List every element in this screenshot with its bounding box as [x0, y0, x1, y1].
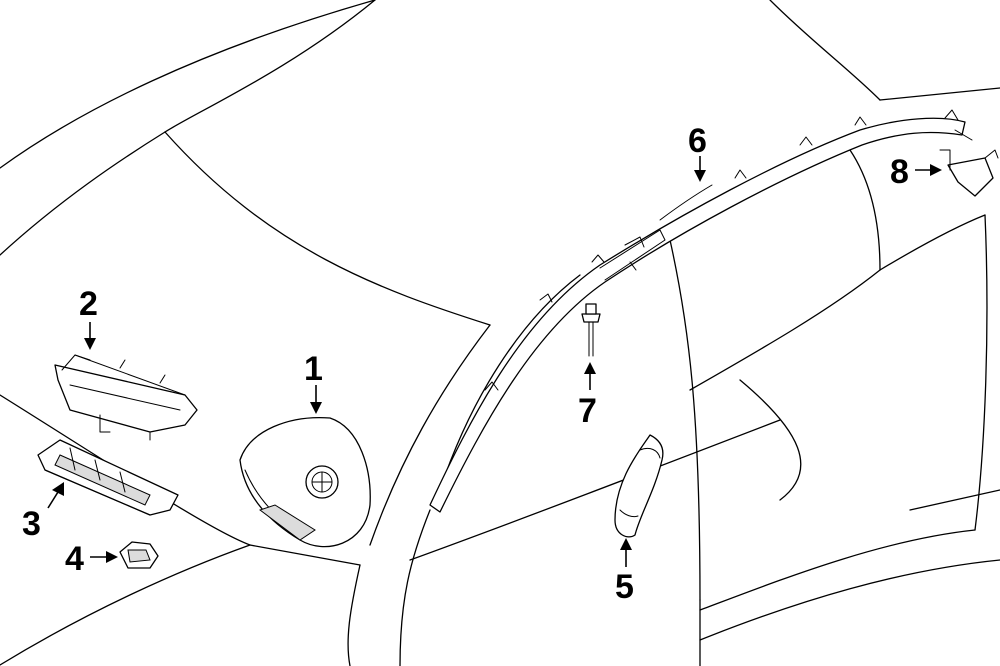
callout-2: 2 [79, 285, 98, 323]
knee-airbag [37, 439, 179, 516]
passenger-airbag [54, 354, 198, 441]
callout-7: 7 [578, 392, 597, 430]
callout-8: 8 [890, 153, 909, 191]
callout-4: 4 [65, 540, 84, 578]
callout-3: 3 [22, 505, 41, 543]
rear-bracket [939, 149, 999, 197]
curtain-airbag [429, 109, 973, 513]
fastener-bolt [581, 303, 601, 357]
callout-5: 5 [615, 568, 634, 606]
side-airbag-module [614, 434, 664, 538]
steering-wheel-airbag [239, 416, 371, 548]
callout-6: 6 [688, 122, 707, 160]
hex-nut [119, 541, 159, 569]
callout-1: 1 [304, 350, 323, 388]
callout-arrows [47, 156, 942, 567]
